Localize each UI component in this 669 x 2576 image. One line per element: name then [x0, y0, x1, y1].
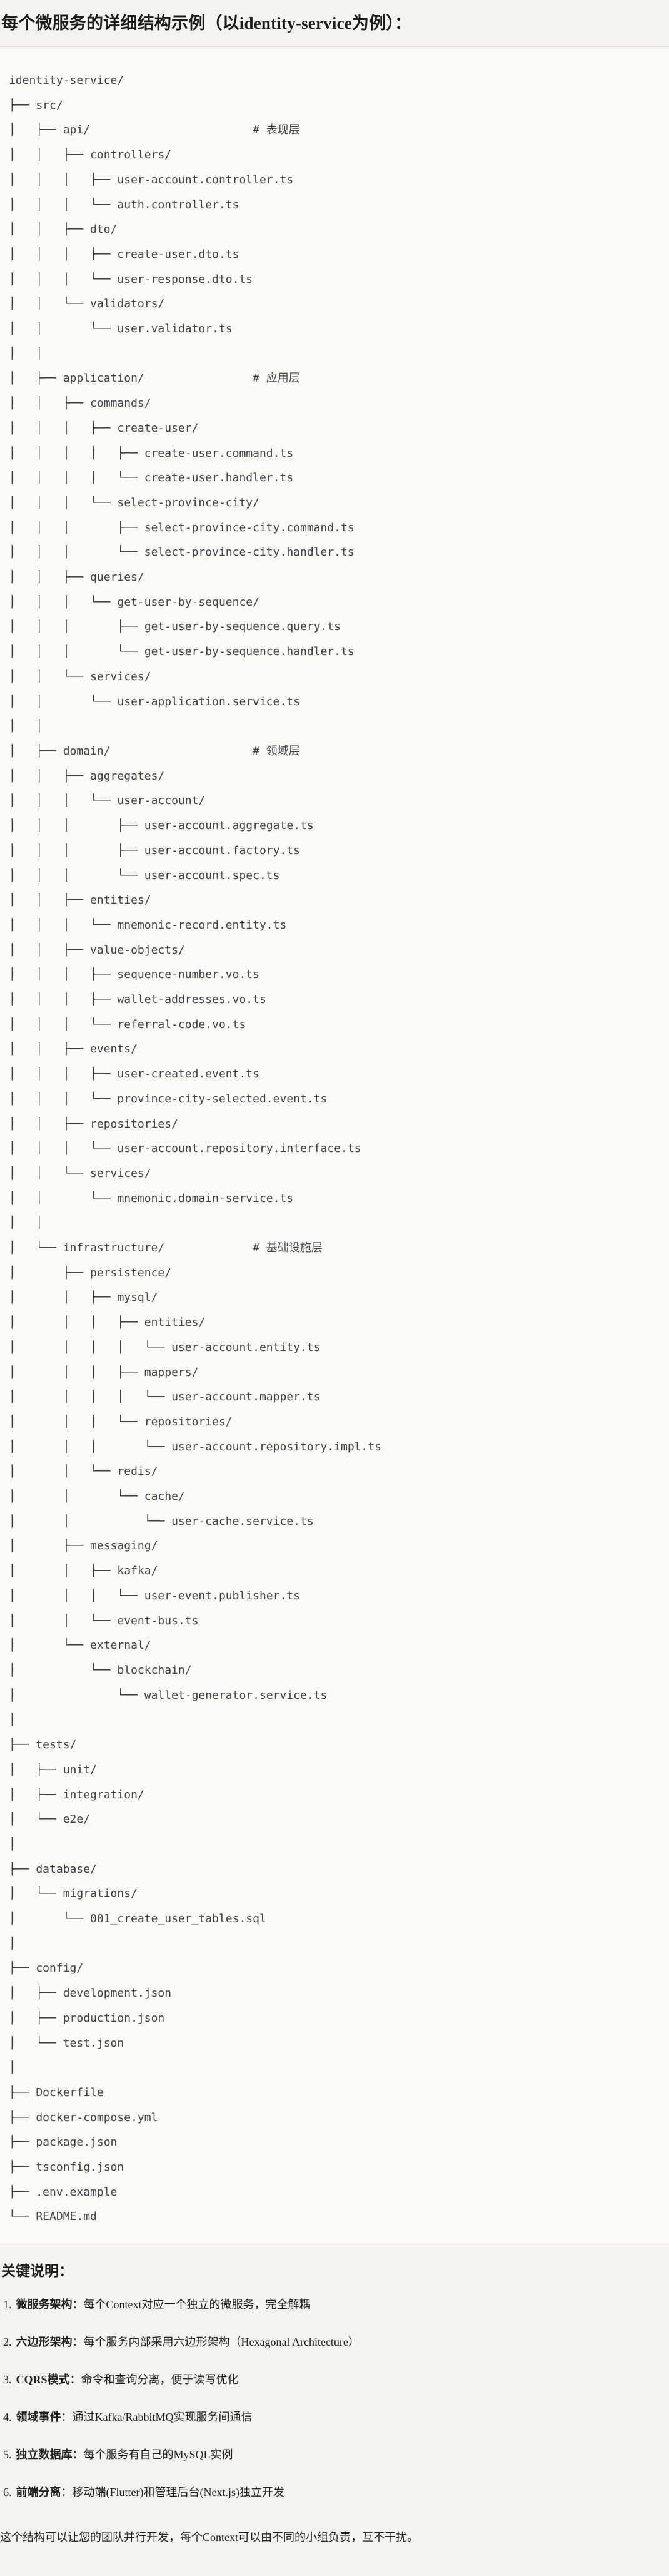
key-note-term: 六边形架构	[16, 2336, 73, 2349]
directory-tree: identity-service/ ├── src/ │ ├── api/ # …	[9, 74, 382, 2224]
key-note-term: 独立数据库	[16, 2448, 73, 2461]
key-notes-heading: 关键说明：	[1, 2263, 73, 2279]
key-note-description: ：每个Context对应一个独立的微服务，完全解耦	[72, 2298, 311, 2311]
key-note-item: 3. CQRS模式：命令和查询分离，便于读写优化	[3, 2372, 669, 2388]
closing-paragraph: 这个结构可以让您的团队并行开发，每个Context可以由不同的小组负责，互不干扰…	[0, 2531, 418, 2544]
key-note-number: 2.	[3, 2336, 12, 2349]
key-note-item: 2. 六边形架构：每个服务内部采用六边形架构（Hexagonal Architec…	[3, 2334, 669, 2350]
key-note-term: 领域事件	[16, 2411, 61, 2424]
key-note-description: ：命令和查询分离，便于读写优化	[69, 2373, 239, 2386]
directory-tree-codeblock: identity-service/ ├── src/ │ ├── api/ # …	[0, 46, 669, 2245]
key-note-term: 前端分离	[16, 2486, 61, 2499]
key-note-item: 5. 独立数据库：每个服务有自己的MySQL实例	[3, 2447, 669, 2463]
key-note-number: 5.	[3, 2448, 12, 2461]
page-title: 每个微服务的详细结构示例（以identity-service为例）：	[1, 14, 412, 33]
key-note-term: 微服务架构	[16, 2298, 73, 2311]
key-note-term: CQRS模式	[16, 2373, 70, 2386]
key-note-number: 4.	[3, 2411, 12, 2424]
key-note-item: 6. 前端分离：移动端(Flutter)和管理后台(Next.js)独立开发	[3, 2485, 669, 2500]
key-note-description: ：移动端(Flutter)和管理后台(Next.js)独立开发	[61, 2486, 284, 2499]
key-note-item: 4. 领域事件：通过Kafka/RabbitMQ实现服务间通信	[3, 2410, 669, 2425]
key-note-number: 6.	[3, 2486, 12, 2499]
key-note-item: 1. 微服务架构：每个Context对应一个独立的微服务，完全解耦	[3, 2297, 669, 2313]
key-note-number: 1.	[3, 2298, 12, 2311]
key-note-description: ：每个服务内部采用六边形架构（Hexagonal Architecture）	[72, 2336, 360, 2349]
key-note-description: ：通过Kafka/RabbitMQ实现服务间通信	[61, 2411, 253, 2424]
key-note-number: 3.	[3, 2373, 12, 2386]
key-note-description: ：每个服务有自己的MySQL实例	[72, 2448, 233, 2461]
